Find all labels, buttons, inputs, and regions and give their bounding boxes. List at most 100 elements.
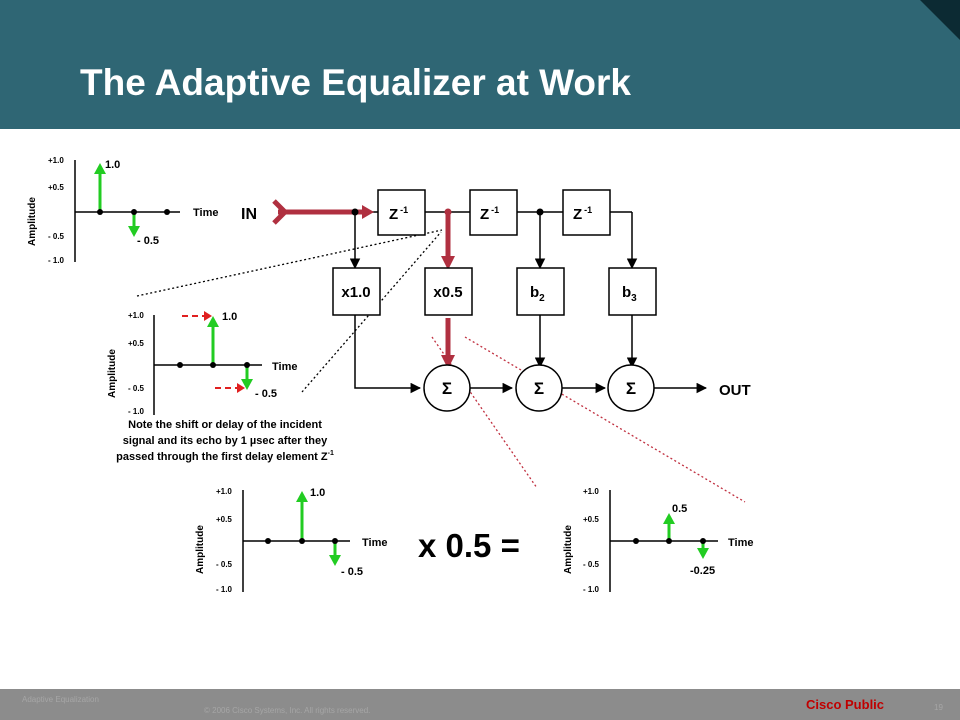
footer-topic: Adaptive Equalization <box>22 695 99 704</box>
pulse-label: 0.5 <box>672 503 687 515</box>
pulse-label: 1.0 <box>310 487 325 499</box>
slide-header <box>0 0 960 129</box>
svg-text:passed through the first delay: passed through the first delay element Z… <box>116 450 334 463</box>
svg-text:+1.0: +1.0 <box>48 156 64 165</box>
projection-line <box>431 336 538 489</box>
pulse-arrowhead <box>207 316 219 327</box>
svg-text:b2: b2 <box>530 284 545 304</box>
delay-element: Z-1 <box>469 189 518 236</box>
svg-text:+1.0: +1.0 <box>583 487 599 496</box>
time-axis-label: Time <box>193 207 218 219</box>
pulse-arrowhead <box>296 491 308 502</box>
svg-text:Z-1: Z-1 <box>389 205 408 223</box>
svg-text:+0.5: +0.5 <box>128 339 144 348</box>
svg-text:- 1.0: - 1.0 <box>216 585 233 594</box>
tap-coefficient: x1.0 <box>332 267 381 316</box>
summer-node: Σ <box>515 364 563 412</box>
svg-text:+1.0: +1.0 <box>128 311 144 320</box>
slide-footer <box>0 689 960 720</box>
plot-input-signal: +1.0 +0.5 - 0.5 - 1.0 Amplitude Time 1.0… <box>27 156 218 265</box>
svg-text:x1.0: x1.0 <box>341 284 370 301</box>
svg-text:x0.5: x0.5 <box>433 284 462 301</box>
amplitude-axis-label: Amplitude <box>27 197 38 246</box>
svg-text:+0.5: +0.5 <box>216 515 232 524</box>
svg-text:- 1.0: - 1.0 <box>583 585 600 594</box>
highlight-arrowhead <box>362 205 374 219</box>
svg-text:- 1.0: - 1.0 <box>128 407 145 416</box>
delay-exponent: -1 <box>400 205 408 215</box>
equalizer-diagram: IN OUT Z-1 Z-1 Z-1 x1.0 x0.5 b2 b3 Σ Σ <box>27 156 753 594</box>
footer-copyright: © 2006 Cisco Systems, Inc. All rights re… <box>204 706 371 715</box>
output-label: OUT <box>719 382 751 399</box>
echo-label: -0.25 <box>690 565 715 577</box>
svg-text:Σ: Σ <box>442 379 452 398</box>
echo-arrowhead <box>329 555 341 566</box>
pulse-arrowhead <box>94 163 106 174</box>
plot-tap-output: +1.0 +0.5 - 0.5 - 1.0 Amplitude Time 0.5… <box>563 487 753 594</box>
svg-text:- 0.5: - 0.5 <box>216 560 233 569</box>
svg-text:Σ: Σ <box>534 379 544 398</box>
junction-dots <box>351 208 544 216</box>
plot-tap-input: +1.0 +0.5 - 0.5 - 1.0 Amplitude Time 1.0… <box>195 487 387 594</box>
time-axis-label: Time <box>728 537 753 549</box>
echo-label: - 0.5 <box>341 566 363 578</box>
svg-text:Note the shift or delay of the: Note the shift or delay of the incident <box>128 419 322 431</box>
slide-title: The Adaptive Equalizer at Work <box>80 62 632 103</box>
highlight-arrowhead <box>441 355 455 369</box>
pulse-label: 1.0 <box>105 159 120 171</box>
svg-text:- 0.5: - 0.5 <box>48 232 65 241</box>
svg-text:- 1.0: - 1.0 <box>48 256 65 265</box>
amplitude-axis-label: Amplitude <box>195 525 206 574</box>
svg-text:+1.0: +1.0 <box>216 487 232 496</box>
echo-arrowhead <box>241 379 253 390</box>
projection-lines <box>136 229 443 393</box>
result-projection-lines <box>431 336 746 503</box>
time-axis-label: Time <box>362 537 387 549</box>
svg-text:Σ: Σ <box>626 379 636 398</box>
projection-line <box>136 229 443 297</box>
projection-line <box>464 336 746 503</box>
svg-text:- 0.5: - 0.5 <box>583 560 600 569</box>
signal-lines <box>349 211 708 394</box>
svg-text:Z-1: Z-1 <box>573 205 592 223</box>
tap-coefficient: b2 <box>516 267 565 316</box>
svg-text:Z-1: Z-1 <box>480 205 499 223</box>
summer-node: Σ <box>607 364 655 412</box>
highlight-path <box>272 199 451 357</box>
corner-decoration <box>920 0 960 40</box>
amplitude-axis-label: Amplitude <box>107 349 118 398</box>
echo-label: - 0.5 <box>137 235 159 247</box>
svg-text:signal and its echo by 1 µsec: signal and its echo by 1 µsec after they <box>123 435 328 447</box>
svg-text:+0.5: +0.5 <box>48 183 64 192</box>
delay-element: Z-1 <box>377 189 426 236</box>
delay-label: Z <box>573 206 582 223</box>
shift-arrowhead <box>204 311 212 321</box>
shift-note: Note the shift or delay of the incident … <box>116 419 334 463</box>
tap-coefficient: x0.5 <box>424 267 473 316</box>
echo-arrowhead <box>697 548 709 559</box>
svg-text:+0.5: +0.5 <box>583 515 599 524</box>
multiply-equation: x 0.5 = <box>418 527 520 564</box>
amplitude-axis-label: Amplitude <box>563 525 574 574</box>
delay-label: Z <box>480 206 489 223</box>
footer-classification: Cisco Public <box>806 697 885 712</box>
shift-arrowhead <box>237 383 245 393</box>
pulse-arrowhead <box>663 513 675 524</box>
page-number: 19 <box>934 703 943 712</box>
svg-text:b3: b3 <box>622 284 637 304</box>
echo-arrowhead <box>128 226 140 237</box>
svg-text:- 0.5: - 0.5 <box>128 384 145 393</box>
highlight-arrowhead <box>441 256 455 270</box>
delay-element: Z-1 <box>562 189 611 236</box>
pulse-label: 1.0 <box>222 311 237 323</box>
input-label: IN <box>241 206 257 223</box>
time-axis-label: Time <box>272 361 297 373</box>
summer-node: Σ <box>423 364 471 412</box>
delay-exponent: -1 <box>584 205 592 215</box>
delay-exponent: -1 <box>491 205 499 215</box>
echo-label: - 0.5 <box>255 388 277 400</box>
delay-label: Z <box>389 206 398 223</box>
tap-coefficient: b3 <box>608 267 657 316</box>
projection-line <box>301 231 442 393</box>
plot-delayed-signal: +1.0 +0.5 - 0.5 - 1.0 Amplitude Time 1.0… <box>107 311 297 416</box>
